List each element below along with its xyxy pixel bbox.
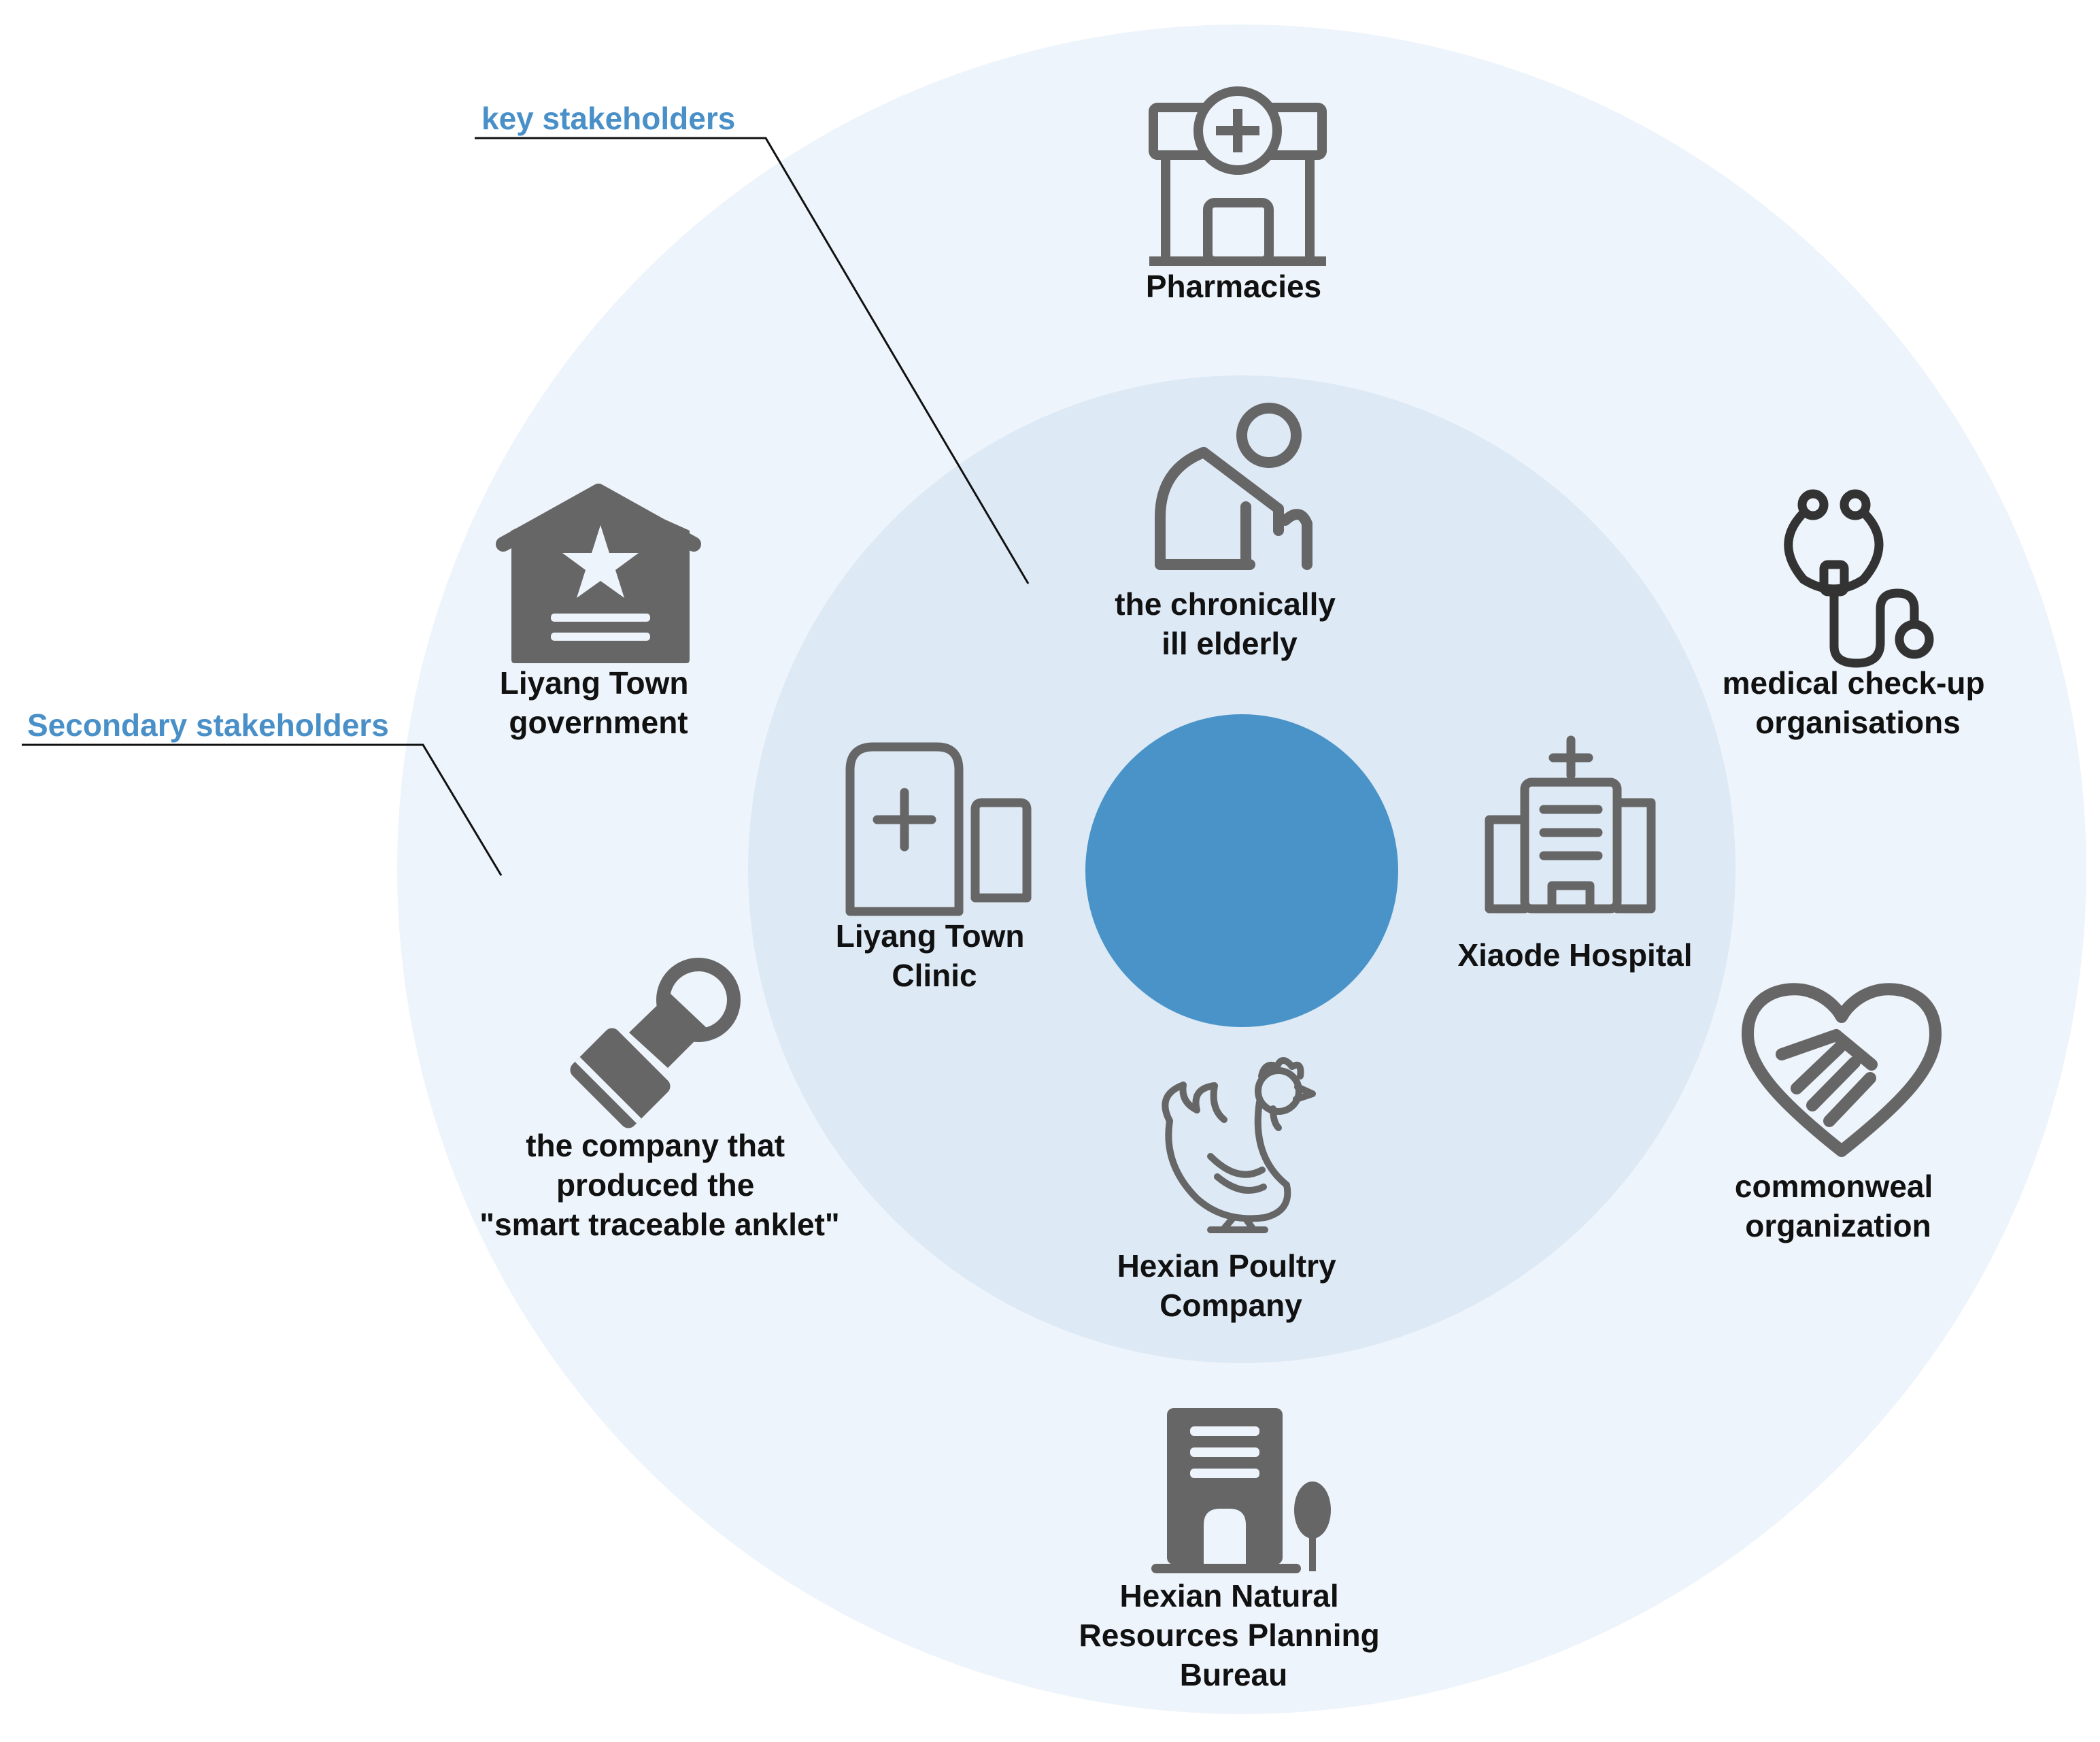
commonweal-item: commonweal organization: [1735, 983, 1942, 1243]
bureau-item: Hexian Natural Resources Planning Bureau: [1079, 1408, 1388, 1692]
checkup-item: medical check-up organisations: [1723, 489, 1994, 740]
clinic-icon: [845, 742, 1032, 916]
key-stakeholders-label: key stakeholders: [481, 101, 735, 136]
clinic-item: Liyang Town Clinic: [836, 742, 1033, 993]
hospital-item: Xiaode Hospital: [1457, 735, 1693, 973]
anklet-company-label: the company that produced the "smart tra…: [479, 1128, 839, 1242]
government-building-icon: [496, 484, 701, 663]
elderly-person-icon: [1155, 403, 1312, 570]
checkup-label: medical check-up organisations: [1723, 665, 1994, 740]
office-building-icon: [1151, 1408, 1331, 1573]
hospital-label: Xiaode Hospital: [1457, 937, 1692, 973]
clinic-label: Liyang Town Clinic: [836, 918, 1033, 993]
pharmacies-item: Pharmacies: [1146, 86, 1327, 304]
key-stakeholders-callout: key stakeholders: [475, 101, 1030, 584]
secondary-stakeholders-callout: Secondary stakeholders: [22, 707, 503, 876]
secondary-stakeholders-leader: [22, 743, 503, 876]
anklet-company-item: the company that produced the "smart tra…: [479, 958, 840, 1242]
stamp-icon: [570, 958, 741, 1128]
heart-handshake-icon: [1742, 983, 1942, 1157]
government-label: Liyang Town government: [500, 665, 697, 740]
core-circle: [1085, 714, 1398, 1027]
poultry-item: Hexian Poultry Company: [1117, 1057, 1345, 1323]
government-item: Liyang Town government: [496, 484, 701, 740]
commonweal-label: commonweal organization: [1735, 1169, 1942, 1243]
key-stakeholders-leader: [475, 137, 1030, 584]
pharmacies-label: Pharmacies: [1146, 269, 1321, 304]
stethoscope-icon: [1784, 489, 1934, 668]
secondary-stakeholders-label: Secondary stakeholders: [27, 707, 389, 743]
elderly-label: the chronically ill elderly: [1115, 586, 1344, 661]
elderly-item: the chronically ill elderly: [1115, 403, 1344, 661]
bureau-label: Hexian Natural Resources Planning Bureau: [1079, 1578, 1388, 1692]
pharmacy-icon: [1149, 86, 1327, 266]
hospital-icon: [1485, 735, 1656, 914]
rooster-icon: [1162, 1057, 1316, 1233]
poultry-label: Hexian Poultry Company: [1117, 1248, 1345, 1323]
